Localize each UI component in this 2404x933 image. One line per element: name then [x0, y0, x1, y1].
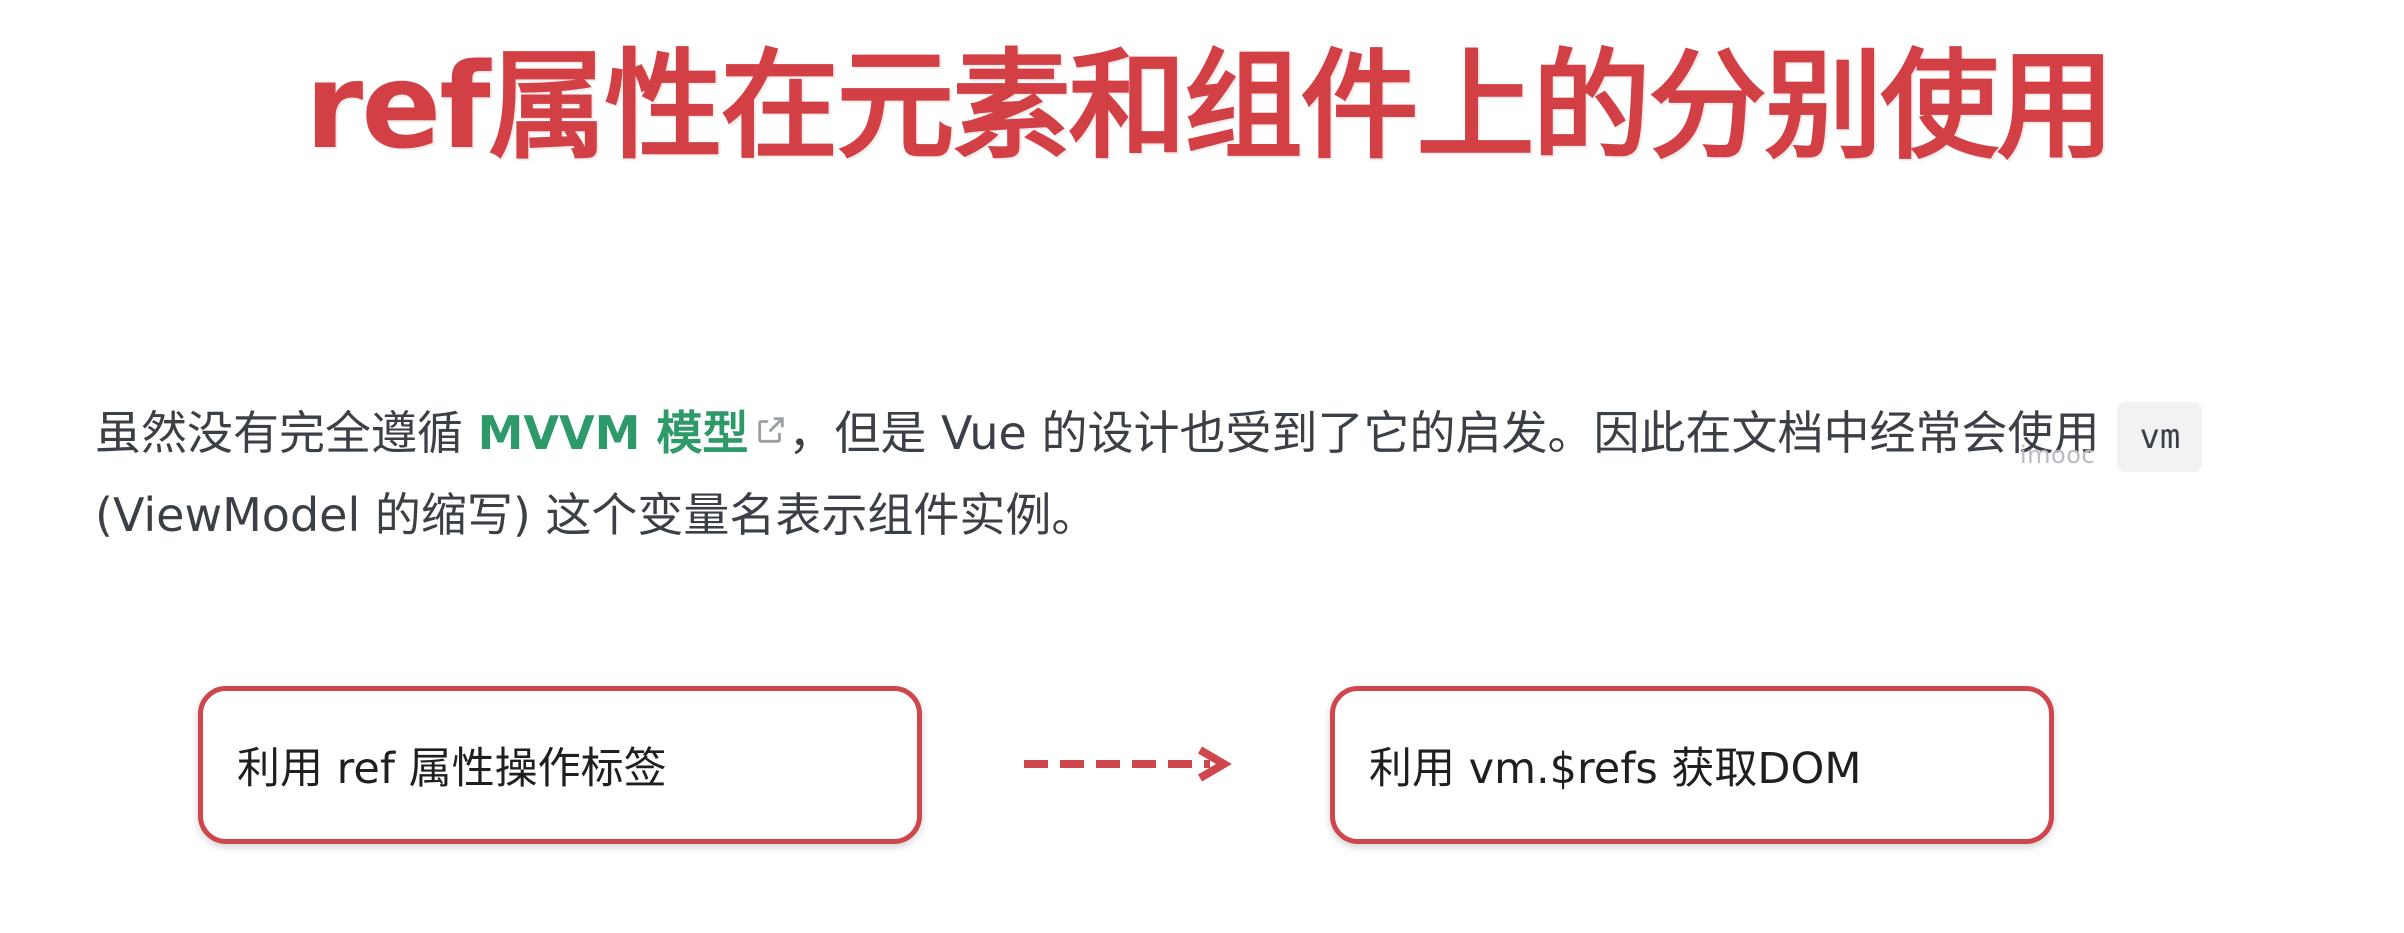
slide-title: ref属性在元素和组件上的分别使用: [305, 37, 2115, 175]
line1-prefix: 虽然没有完全遵循: [95, 406, 478, 460]
mvvm-model-link[interactable]: MVVM 模型: [477, 406, 749, 460]
vm-refs-box: 利用 vm.$refs 获取DOM: [1330, 686, 2054, 844]
line1-suffix: ，但是 Vue 的设计也受到了它的启发。因此在文档中经常会使用: [788, 406, 2100, 460]
imooc-watermark: imooc: [2020, 441, 2096, 469]
doc-paragraph: 虽然没有完全遵循 MVVM 模型 ，但是 Vue 的设计也受到了它的启发。因此在文…: [95, 392, 2325, 556]
paragraph-line-2: (ViewModel 的缩写) 这个变量名表示组件实例。: [95, 488, 1098, 542]
external-link-icon[interactable]: [754, 413, 788, 447]
vm-refs-box-label: 利用 vm.$refs 获取DOM: [1369, 744, 1862, 794]
vm-code-chip: vm: [2117, 401, 2203, 472]
paragraph-line-1: 虽然没有完全遵循 MVVM 模型 ，但是 Vue 的设计也受到了它的启发。因此在文…: [95, 392, 2325, 474]
ref-attribute-box-label: 利用 ref 属性操作标签: [237, 744, 667, 794]
dashed-arrow-icon: [1024, 746, 1232, 782]
ref-attribute-box: 利用 ref 属性操作标签: [198, 686, 922, 844]
